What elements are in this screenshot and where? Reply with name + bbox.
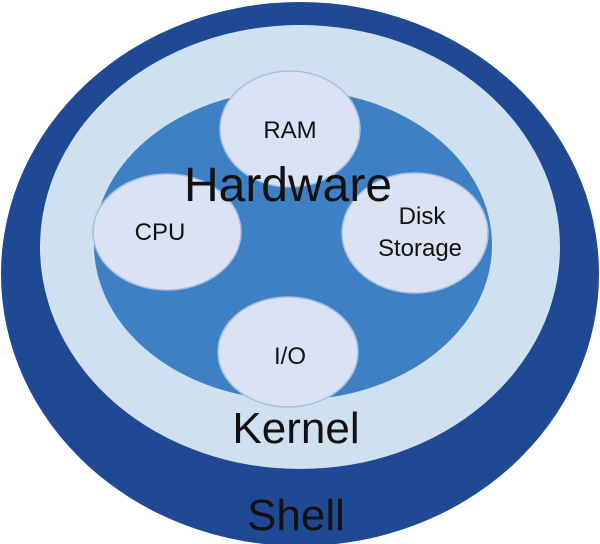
shell-label: Shell (247, 491, 345, 540)
io-label: I/O (274, 343, 306, 370)
ram-bubble (219, 70, 361, 188)
hardware-label: Hardware (184, 159, 392, 212)
ram-label: RAM (263, 117, 316, 144)
storage-label: Storage (378, 235, 462, 262)
kernel-label: Kernel (232, 404, 359, 453)
cpu-bubble (92, 173, 242, 291)
disk-storage-bubble (341, 172, 489, 294)
cpu-label: CPU (135, 219, 186, 246)
io-bubble (217, 296, 359, 408)
disk-label: Disk (399, 203, 447, 230)
hardware-layer (94, 90, 492, 400)
